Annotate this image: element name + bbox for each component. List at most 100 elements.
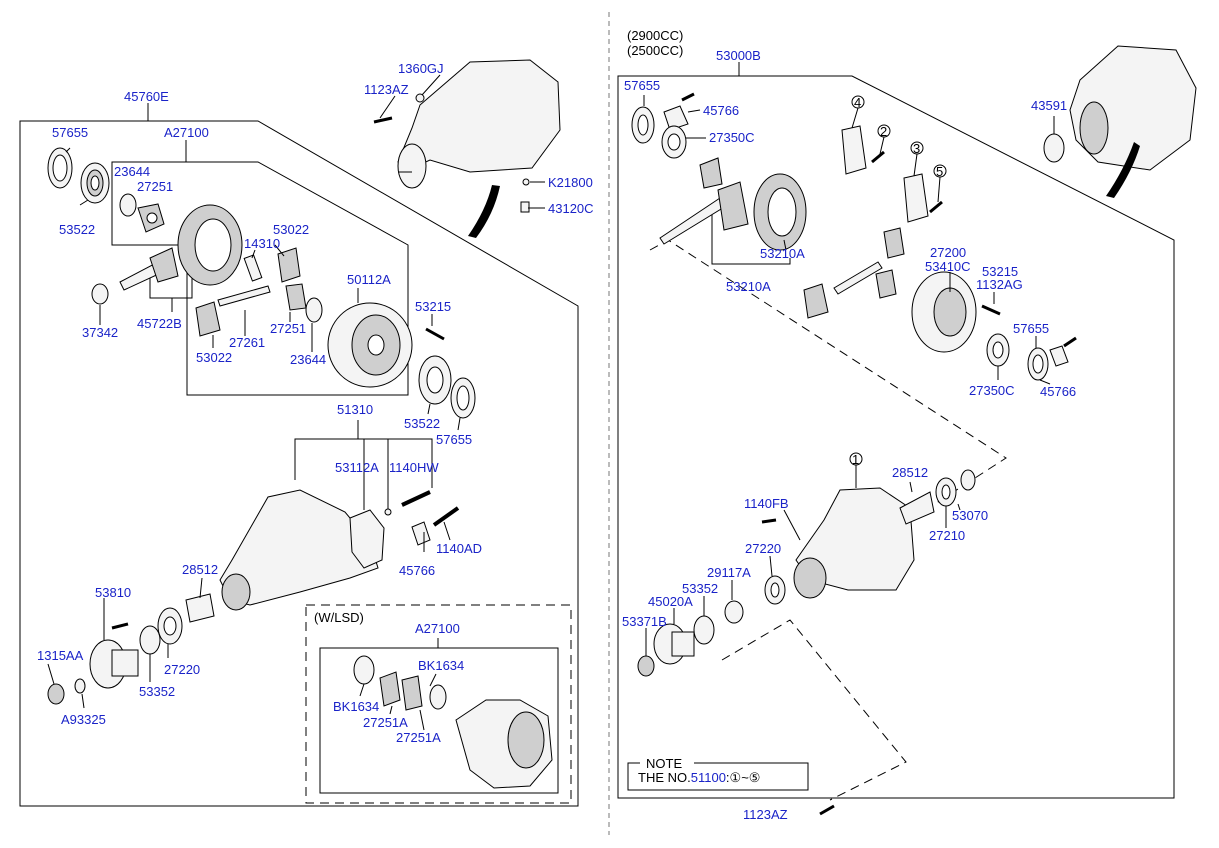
lsd-washer-BK1634-b[interactable] [429, 684, 447, 710]
carrier-housing-lower[interactable] [219, 489, 385, 611]
label-53410C[interactable]: 53410C [925, 259, 971, 274]
label-23644[interactable]: 23644 [114, 164, 150, 179]
washer-23644-b[interactable] [305, 297, 323, 323]
oil-seal-53352-r[interactable] [693, 615, 715, 645]
label-1315AA[interactable]: 1315AA [37, 648, 84, 663]
bolt-45766-r[interactable] [681, 92, 695, 102]
bearing-shim-57655-r-b[interactable] [1027, 347, 1049, 381]
label-27350C-r-b[interactable]: 27350C [969, 383, 1015, 398]
bearing-53522-b[interactable] [418, 355, 452, 405]
lsd-washer-BK1634-a[interactable] [353, 655, 375, 685]
bolt-1123AZ[interactable] [373, 116, 393, 124]
diff-housing-43591[interactable] [1069, 45, 1197, 171]
label-45722B[interactable]: 45722B [137, 316, 182, 331]
label-1140AD[interactable]: 1140AD [436, 541, 482, 556]
label-K21800[interactable]: K21800 [548, 175, 593, 190]
bearing-27350C-b[interactable] [986, 333, 1010, 367]
bolt-5[interactable] [929, 200, 943, 214]
label-assembly-53000B[interactable]: 53000B [716, 48, 761, 63]
pinion-gear-27251-b[interactable] [285, 283, 307, 311]
label-27200[interactable]: 27200 [930, 245, 966, 260]
label-45766-r-b[interactable]: 45766 [1040, 384, 1076, 399]
bearing-shim-57655-r[interactable] [631, 106, 655, 144]
label-53810[interactable]: 53810 [95, 585, 131, 600]
washer-29117A[interactable] [724, 600, 744, 624]
bearing-shim-57655[interactable] [47, 147, 73, 189]
companion-flange-53810[interactable] [89, 639, 139, 689]
label-1140FB[interactable]: 1140FB [744, 496, 789, 511]
pinion-shaft-27200[interactable] [833, 261, 883, 295]
label-28512[interactable]: 28512 [182, 562, 218, 577]
side-gear-27200-a[interactable] [803, 283, 829, 319]
bolt-2[interactable] [871, 150, 885, 164]
seal-37342[interactable] [91, 283, 109, 305]
pinion-gear-27251[interactable] [137, 203, 165, 233]
bolt-53215-r[interactable] [981, 304, 1001, 316]
seal-43591[interactable] [1043, 133, 1065, 163]
bearing-27220[interactable] [157, 607, 183, 645]
bearing-27350C[interactable] [661, 125, 687, 159]
label-53070[interactable]: 53070 [952, 508, 988, 523]
label-14310[interactable]: 14310 [244, 236, 280, 251]
callout-1[interactable]: 1 [852, 452, 859, 467]
callout-4[interactable]: 4 [854, 95, 861, 110]
nut-53371B[interactable] [637, 655, 655, 677]
callout-2[interactable]: 2 [880, 124, 887, 139]
label-53210A-b[interactable]: 53210A [726, 279, 771, 294]
label-assembly-45760E[interactable]: 45760E [124, 89, 169, 104]
pin-14310[interactable] [243, 254, 263, 282]
diff-case-50112A[interactable] [327, 302, 413, 388]
label-53522[interactable]: 53522 [59, 222, 95, 237]
label-1123AZ[interactable]: 1123AZ [364, 82, 409, 97]
plug-1360GJ[interactable] [415, 93, 425, 103]
label-53112A[interactable]: 53112A [335, 460, 379, 475]
side-gear-27200-b[interactable] [875, 269, 897, 299]
label-43120C[interactable]: 43120C [548, 201, 594, 216]
label-50112A[interactable]: 50112A [347, 272, 391, 287]
side-gear-53022-lower[interactable] [195, 301, 221, 337]
flange-45020A[interactable] [653, 623, 695, 665]
label-27251A-a[interactable]: 27251A [363, 715, 408, 730]
bolt-53810[interactable] [111, 622, 129, 630]
label-27261[interactable]: 27261 [229, 335, 265, 350]
label-27251A-b[interactable]: 27251A [396, 730, 441, 745]
bracket-45766[interactable] [411, 521, 431, 546]
lsd-pinion-27251A-a[interactable] [379, 671, 401, 707]
plug-43120C[interactable] [520, 201, 530, 213]
label-diff-A27100[interactable]: A27100 [164, 125, 209, 140]
label-1132AG[interactable]: 1132AG [976, 277, 1023, 292]
label-53215[interactable]: 53215 [415, 299, 451, 314]
label-53022[interactable]: 53022 [273, 222, 309, 237]
label-45020A[interactable]: 45020A [648, 594, 693, 609]
label-53352[interactable]: 53352 [139, 684, 175, 699]
side-gear-53022-upper[interactable] [277, 247, 301, 283]
bearing-27220-r[interactable] [764, 575, 786, 605]
pinion-gear-27200-a[interactable] [883, 227, 905, 259]
label-57655-r[interactable]: 57655 [624, 78, 660, 93]
label-27350C-r[interactable]: 27350C [709, 130, 755, 145]
label-53522-b[interactable]: 53522 [404, 416, 440, 431]
callout-3[interactable]: 3 [913, 141, 920, 156]
spacer-28512[interactable] [185, 593, 215, 623]
seal-53070[interactable] [960, 469, 976, 491]
label-BK1634-b[interactable]: BK1634 [418, 658, 464, 673]
bearing-cap-4[interactable] [841, 125, 867, 175]
bearing-27210[interactable] [935, 477, 957, 507]
label-53352-r[interactable]: 53352 [682, 581, 718, 596]
bolt-1140AD[interactable] [432, 506, 460, 527]
label-53215-r[interactable]: 53215 [982, 264, 1018, 279]
lsd-diff-case[interactable] [455, 699, 553, 789]
bearing-shim-57655-b[interactable] [450, 377, 476, 419]
label-57655[interactable]: 57655 [52, 125, 88, 140]
carrier-housing-top[interactable] [397, 59, 561, 189]
bolt-53215[interactable] [425, 327, 445, 341]
label-lsd-A27100[interactable]: A27100 [415, 621, 460, 636]
nut-1315AA[interactable] [47, 683, 65, 705]
label-27220[interactable]: 27220 [164, 662, 200, 677]
drive-pinion-53210A[interactable] [659, 157, 749, 245]
pinion-shaft-27261[interactable] [217, 285, 271, 307]
bolt-1123AZ-r[interactable] [819, 804, 835, 816]
note-number-51100[interactable]: 51100 [691, 770, 726, 785]
bracket-45766-r[interactable] [663, 105, 689, 131]
bolt-45766-r-b[interactable] [1063, 336, 1077, 348]
